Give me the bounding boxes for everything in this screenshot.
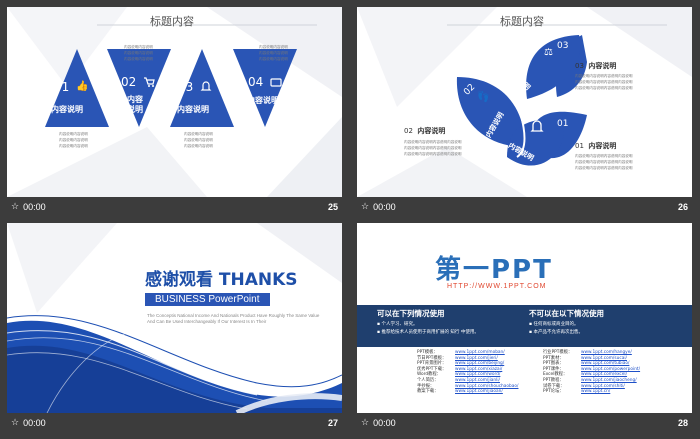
star-icon: ☆ — [361, 417, 370, 427]
list-item[interactable]: 个人简历：www.1ppt.com/jianli/ — [417, 377, 500, 383]
item-number-03: 03 — [178, 80, 194, 94]
business-subtitle: BUSINESS PowerPoint — [145, 293, 270, 306]
filler-text: 内容说明内容说明内容说明内容说明内容说明内容说明 — [124, 45, 153, 61]
usage-band: 可以在下列情况使用 ▪ 个人学习、研究。 ▪ 推荐给技术人员使用于商用扩展的 知… — [357, 305, 692, 347]
slide-number: 28 — [677, 417, 688, 428]
leaf-number-01: 01 — [557, 119, 569, 129]
star-icon: ☆ — [11, 201, 20, 211]
footprints-icon: 👣 — [477, 92, 490, 103]
list-item[interactable]: PPT论坛：www.1ppt.cn/ — [543, 389, 611, 395]
list-item[interactable]: 试卷下载：www.1ppt.com/shiti/ — [543, 383, 625, 389]
item-label-02: 内容说明 — [127, 95, 143, 114]
star-icon: ☆ — [11, 417, 20, 427]
thanks-title: 感谢观看 THANKS — [145, 270, 298, 290]
list-item[interactable]: PPT教程：www.1ppt.com/jiaocheng/ — [543, 377, 637, 383]
list-item[interactable]: PPT课件：www.1ppt.com/powerpoint/ — [543, 366, 641, 372]
filler-text: 内容说明内容说明内容说明内容说明内容说明内容说明内容说明内容说明内容说明内容说明… — [404, 140, 462, 156]
list-item[interactable]: 节日PPT模板：www.1ppt.com/jieri/ — [417, 355, 498, 361]
forbidden-line: ▪ 本产品不允许再次出售。 — [529, 330, 583, 335]
list-item[interactable]: Word教程：www.1ppt.com/word/ — [417, 372, 501, 378]
slide-info-bar-26: ☆00:00 26 — [357, 197, 692, 216]
leaf-number-03: 03 — [557, 41, 569, 51]
slide-thumbnail-27[interactable]: 感谢观看 THANKS BUSINESS PowerPoint The Conc… — [7, 223, 342, 413]
allowed-line: ▪ 推荐给技术人员使用于商用扩展的 知行 中使用。 — [377, 330, 479, 335]
side-heading-03: 03 内容说明 — [575, 62, 617, 70]
forbidden-line: ▪ 任何商标或商业目的。 — [529, 322, 579, 327]
slide-title: 标题内容 — [150, 15, 194, 28]
item-number-04: 04 — [248, 75, 264, 89]
filler-text: 内容说明内容说明内容说明内容说明内容说明内容说明 — [184, 132, 213, 148]
list-item[interactable]: 优秀PPT下载：www.1ppt.com/xiazai/ — [417, 366, 503, 372]
side-heading-01: 01 内容说明 — [575, 142, 617, 150]
slide-thumbnail-25[interactable]: 标题内容 01 👍 内容说明 02 内容说明 03 内容说明 04 内容说明 内… — [7, 7, 342, 197]
link-list-right: 行业PPT模板：www.1ppt.com/hangye/ PPT素材：www.1… — [543, 350, 640, 395]
item-label-03: 内容说明 — [177, 105, 209, 114]
item-number-01: 01 — [54, 80, 70, 94]
filler-text: 内容说明内容说明内容说明内容说明内容说明内容说明内容说明内容说明内容说明内容说明… — [575, 154, 633, 170]
filler-text: 内容说明内容说明内容说明内容说明内容说明内容说明内容说明内容说明内容说明内容说明… — [575, 74, 633, 90]
filler-text: 内容说明内容说明内容说明内容说明内容说明内容说明 — [59, 132, 88, 148]
list-item[interactable]: PPT背景图片：www.1ppt.com/beijing/ — [417, 361, 505, 367]
item-label-01: 内容说明 — [51, 105, 83, 114]
side-heading-02: 02 内容说明 — [404, 127, 446, 135]
slide-number: 26 — [677, 201, 688, 212]
transition-time: 00:00 — [373, 201, 396, 212]
slide-background — [7, 223, 342, 413]
slide-info-bar-28: ☆00:00 28 — [357, 413, 692, 432]
list-item[interactable]: PPT模板：www.1ppt.com/moban/ — [417, 350, 505, 355]
slide-thumbnail-26[interactable]: 标题内容 03 ⚖ 内容说明 02 👣 内容说明 01 内容说明 03 内容说明… — [357, 7, 692, 197]
slide-number: 25 — [327, 201, 338, 212]
wallet-icon — [270, 78, 282, 87]
leaf-shapes — [456, 35, 587, 166]
slide-thumbnail-28[interactable]: 第一PPT HTTP://WWW.1PPT.COM 可以在下列情况使用 ▪ 个人… — [357, 223, 692, 413]
transition-time: 00:00 — [373, 417, 396, 428]
allowed-line: ▪ 个人学习、研究。 — [377, 322, 418, 327]
transition-time: 00:00 — [23, 417, 46, 428]
allowed-heading: 可以在下列情况使用 — [377, 309, 445, 318]
list-item[interactable]: PPT图表：www.1ppt.com/tubiao/ — [543, 361, 630, 367]
star-icon: ☆ — [361, 201, 370, 211]
filler-text: 内容说明内容说明内容说明内容说明内容说明内容说明 — [259, 45, 288, 61]
list-item[interactable]: 行业PPT模板：www.1ppt.com/hangye/ — [543, 350, 632, 355]
link-list-left: PPT模板：www.1ppt.com/moban/ 节日PPT模板：www.1p… — [417, 350, 518, 395]
slide-title: 标题内容 — [500, 15, 544, 28]
list-item[interactable]: Excel教程：www.1ppt.com/excel/ — [543, 372, 628, 378]
item-label-04: 内容说明 — [247, 96, 279, 105]
slide-info-bar-25: ☆00:00 25 — [7, 197, 342, 216]
cart-icon — [144, 77, 155, 87]
thumbs-up-icon: 👍 — [76, 81, 89, 92]
item-number-02: 02 — [121, 75, 137, 89]
slide-background — [357, 7, 692, 197]
list-item[interactable]: PPT素材：www.1ppt.com/sucai/ — [543, 355, 627, 361]
description-text: The Conceptis National Income And Nation… — [147, 313, 320, 324]
forbidden-heading: 不可以在以下情况使用 — [529, 309, 604, 318]
transition-time: 00:00 — [23, 201, 46, 212]
bell-icon — [200, 81, 212, 91]
triangle-shapes — [45, 49, 297, 127]
list-item[interactable]: 手抄报：www.1ppt.com/shouchaobao/ — [417, 383, 519, 389]
list-item[interactable]: 教案下载：www.1ppt.com/jiaoan/ — [417, 389, 503, 395]
slide-info-bar-27: ☆00:00 27 — [7, 413, 342, 432]
slide-number: 27 — [327, 417, 338, 428]
logo-text: 第一PPT — [435, 255, 553, 285]
logo-url: HTTP://WWW.1PPT.COM — [447, 283, 547, 290]
scales-icon: ⚖ — [544, 47, 553, 58]
bell-icon — [530, 120, 544, 132]
